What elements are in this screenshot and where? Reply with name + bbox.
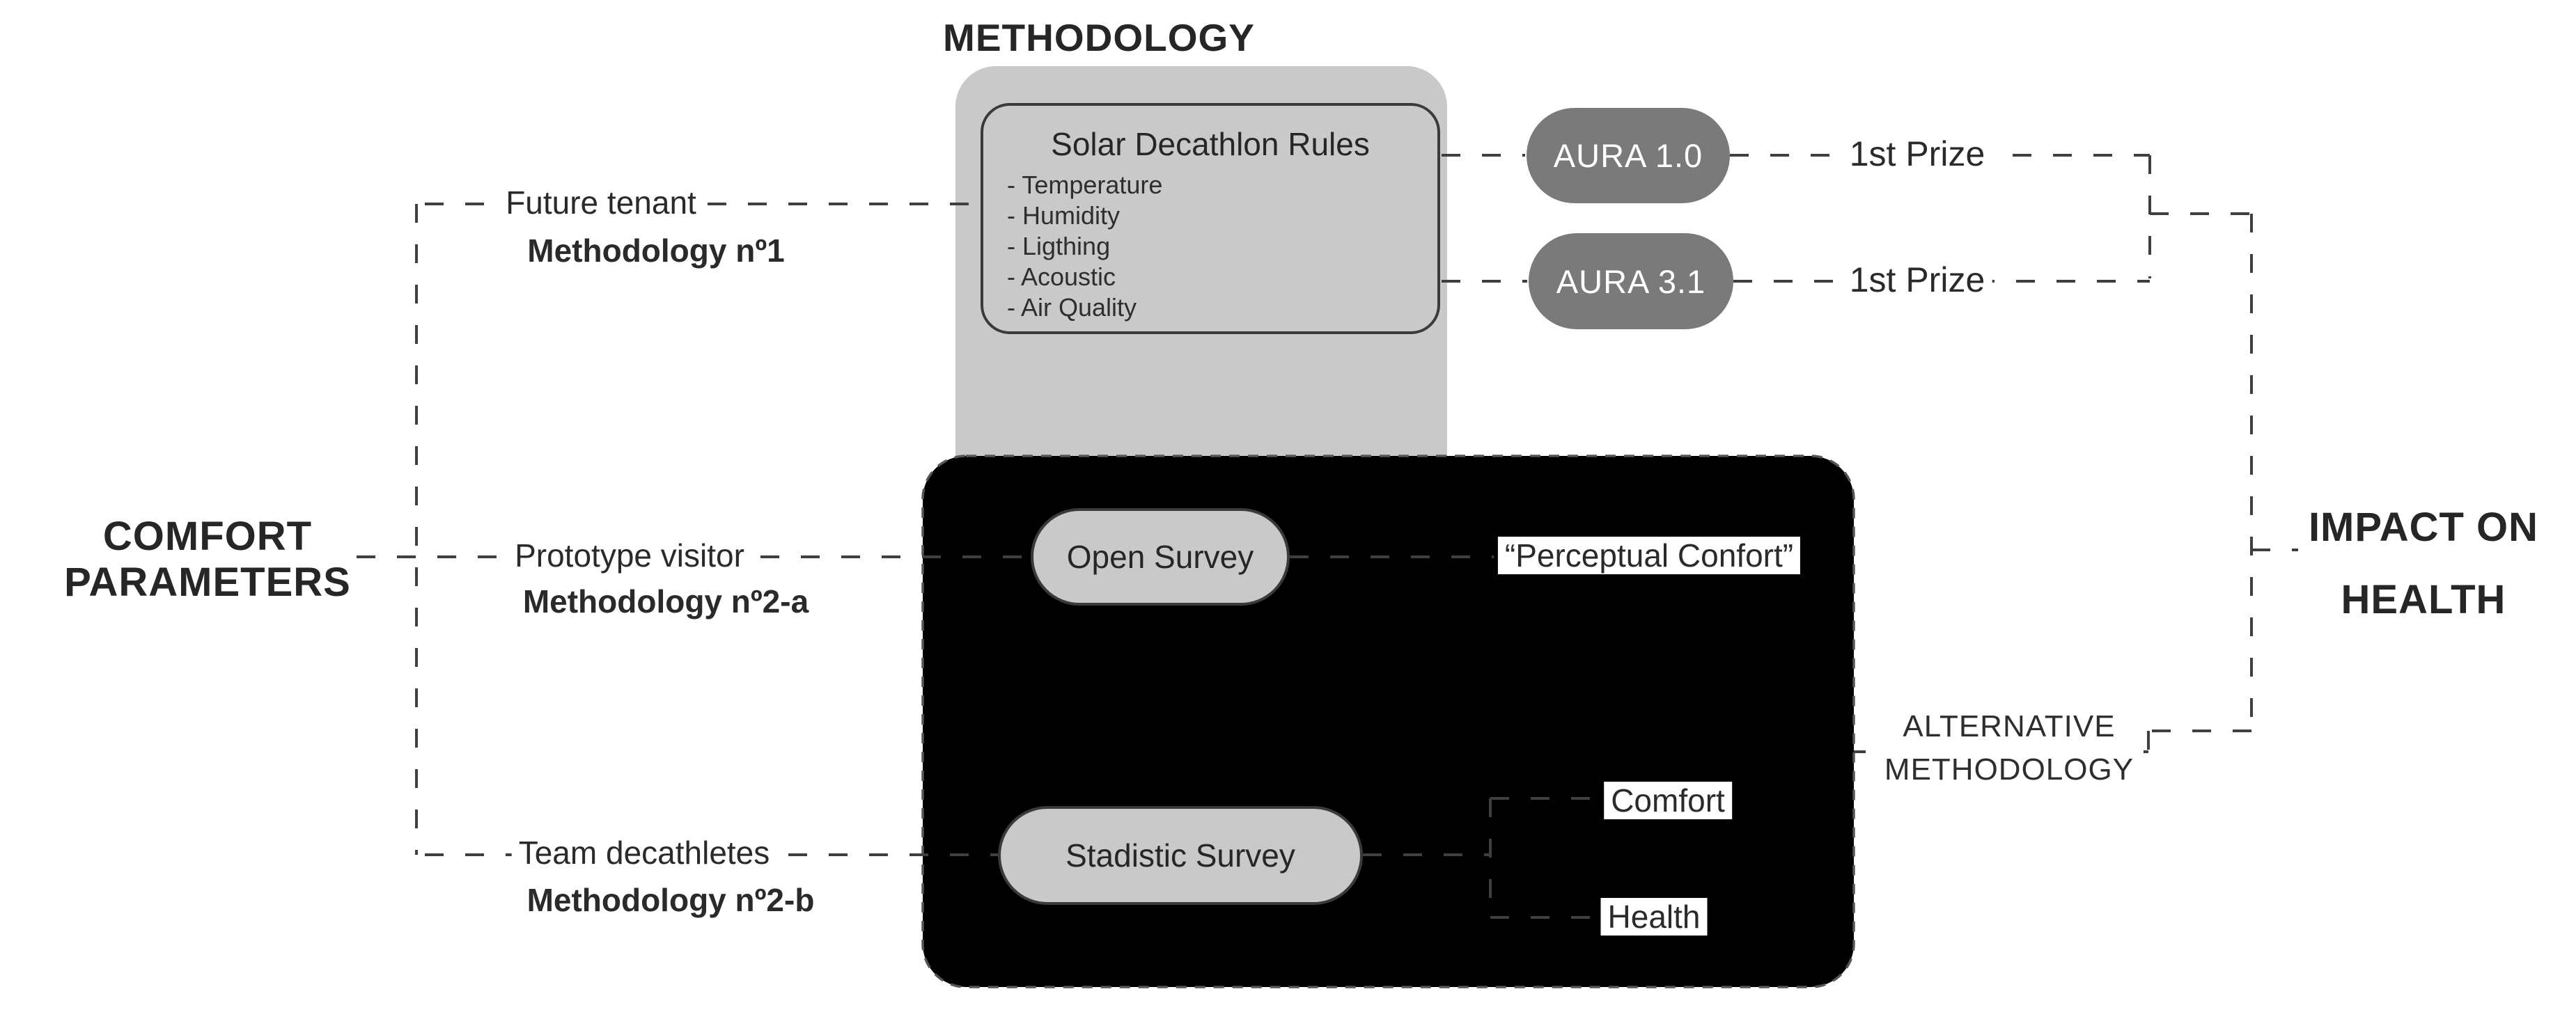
perceptual-confort-label: “Perceptual Confort” [1497, 537, 1801, 574]
first-prize-label-aura1: 1st Prize [1842, 134, 1992, 174]
impact-on-health-heading: IMPACT ON HEALTH [2270, 504, 2576, 624]
rules-item-humidity: - Humidity [1007, 201, 1121, 230]
impact-on-health-line2: HEALTH [2341, 577, 2506, 622]
methodology-n2a-label: Methodology nº2-a [522, 583, 809, 620]
comfort-parameters-heading: COMFORT PARAMETERS [40, 514, 375, 606]
alternative-methodology-label: ALTERNATIVE METHODOLOGY [1874, 701, 2144, 796]
impact-on-health-line1: IMPACT ON [2308, 505, 2539, 550]
health-label: Health [1600, 898, 1708, 936]
methodology-title: METHODOLOGY [943, 16, 1255, 59]
methodology-n1-label: Methodology nº1 [527, 232, 785, 269]
solar-decathlon-rules-box: Solar Decathlon Rules - Temperature - Hu… [981, 103, 1440, 334]
rules-box-title: Solar Decathlon Rules [1051, 126, 1370, 162]
methodology-n2b-label: Methodology nº2-b [526, 882, 815, 918]
future-tenant-label: Future tenant [499, 184, 703, 221]
comfort-parameters-line1: COMFORT [102, 514, 313, 559]
aura-3-1-pill: AURA 3.1 [1529, 233, 1733, 329]
rules-item-air-quality: - Air Quality [1007, 293, 1137, 322]
stadistic-survey-pill: Stadistic Survey [998, 806, 1363, 905]
comfort-label: Comfort [1604, 782, 1732, 819]
comfort-parameters-line2: PARAMETERS [64, 560, 351, 605]
first-prize-label-aura2: 1st Prize [1842, 260, 1992, 300]
alternative-methodology-line2: METHODOLOGY [1884, 752, 2134, 787]
prototype-visitor-label: Prototype visitor [508, 537, 751, 574]
open-survey-pill: Open Survey [1031, 508, 1290, 606]
rules-item-lighting: - Ligthing [1007, 232, 1111, 260]
aura-1-0-pill: AURA 1.0 [1527, 108, 1730, 203]
team-decathletes-label: Team decathletes [511, 834, 777, 871]
alternative-methodology-line1: ALTERNATIVE [1903, 709, 2116, 743]
rules-box-items: - Temperature - Humidity - Ligthing - Ac… [1007, 170, 1437, 323]
rules-item-acoustic: - Acoustic [1007, 262, 1116, 291]
rules-item-temperature: - Temperature [1007, 171, 1163, 199]
